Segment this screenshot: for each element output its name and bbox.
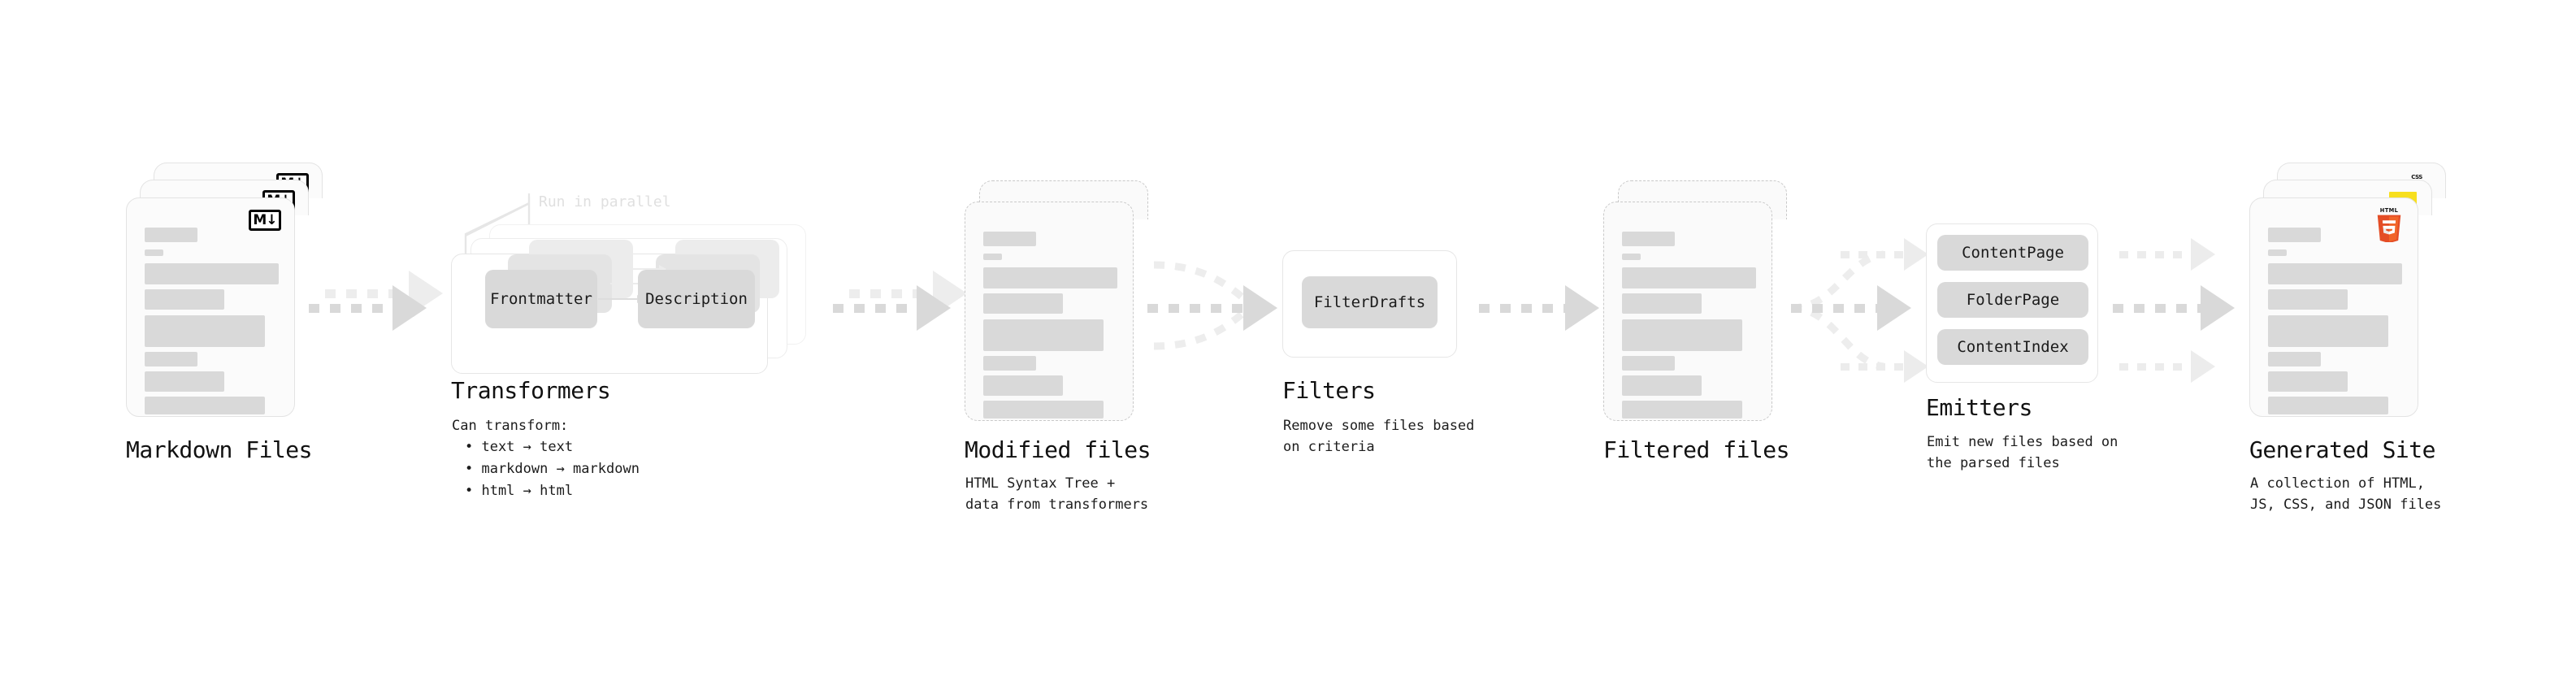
transformers-bullet-2: • html → html — [465, 483, 574, 499]
skeleton-bar — [145, 228, 197, 242]
skeleton-bar — [2268, 397, 2388, 414]
skeleton-bar — [1622, 375, 1702, 396]
skeleton-bar — [145, 315, 265, 347]
arrow-markdown-to-transformers — [309, 285, 427, 331]
skeleton-bar — [983, 293, 1063, 314]
skeleton-bar — [983, 375, 1063, 396]
transformers-bullet-0: • text → text — [465, 439, 574, 455]
arrow-modified-to-filters — [1147, 285, 1277, 331]
skeleton-bar — [983, 232, 1036, 246]
css-icon-label: CSS — [2411, 174, 2422, 180]
skeleton-bar — [145, 371, 224, 392]
stage-title-generated-site: Generated Site — [2249, 436, 2436, 463]
stage-caption-filters: Remove some files based on criteria — [1283, 418, 1475, 455]
emitter-pill-contentindex[interactable]: ContentIndex — [1937, 329, 2088, 365]
modified-file-card-front — [965, 202, 1134, 421]
arrow-contentpage-to-site — [2119, 238, 2215, 271]
stage-title-emitters: Emitters — [1926, 394, 2032, 421]
skeleton-bar — [983, 401, 1104, 419]
skeleton-bar — [1622, 401, 1742, 419]
skeleton-bar — [2268, 352, 2321, 367]
transformer-pill-frontmatter[interactable]: Frontmatter — [485, 270, 597, 328]
skeleton-bar — [2268, 249, 2287, 256]
skeleton-bar — [983, 254, 1002, 260]
skeleton-bar — [145, 263, 279, 284]
arrow-filters-to-filtered — [1479, 285, 1599, 331]
arrow-filtered-to-contentpage — [1841, 238, 1928, 271]
skeleton-bar — [1622, 267, 1756, 288]
arrow-modified-converge-curves — [1153, 261, 1249, 350]
skeleton-bar — [1622, 356, 1675, 371]
html5-icon: HTML — [2377, 207, 2401, 242]
skeleton-bar — [983, 319, 1104, 351]
markdown-file-card-front: M↓ — [126, 197, 295, 417]
stage-title-markdown-files: Markdown Files — [126, 436, 313, 463]
emitter-pill-contentpage[interactable]: ContentPage — [1937, 235, 2088, 271]
skeleton-bar — [2268, 289, 2348, 310]
arrow-contentindex-to-site — [2119, 350, 2215, 383]
skeleton-bar — [1622, 254, 1641, 260]
emitter-pill-folderpage[interactable]: FolderPage — [1937, 282, 2088, 318]
stage-caption-emitters: Emit new files based on the parsed files — [1927, 434, 2118, 471]
skeleton-bar — [983, 267, 1117, 288]
transformer-inner-arrow-back-2 — [622, 265, 666, 273]
transformer-inner-arrow-front — [598, 295, 644, 303]
skeleton-bar — [1622, 319, 1742, 351]
stage-caption-transformers: Can transform: — [452, 418, 569, 434]
arrow-filtered-to-contentindex — [1841, 350, 1928, 383]
skeleton-bar — [1622, 293, 1702, 314]
filtered-file-card-front — [1603, 202, 1772, 421]
skeleton-bar — [145, 352, 197, 367]
stage-title-modified-files: Modified files — [965, 436, 1151, 463]
skeleton-bar — [2268, 315, 2388, 347]
run-in-parallel-label: Run in parallel — [539, 193, 671, 210]
arrow-filtered-to-folderpage — [1791, 285, 1911, 331]
skeleton-bar — [983, 356, 1036, 371]
skeleton-bar — [2268, 263, 2402, 284]
skeleton-bar — [1622, 232, 1675, 246]
arrow-folderpage-to-site — [2113, 285, 2235, 331]
markdown-icon: M↓ — [249, 210, 281, 231]
stage-title-filters: Filters — [1282, 377, 1376, 404]
skeleton-bar — [145, 289, 224, 310]
transformers-bullet-1: • markdown → markdown — [465, 461, 640, 477]
skeleton-bar — [145, 397, 265, 414]
skeleton-bar — [145, 249, 163, 256]
transformer-pill-description[interactable]: Description — [638, 270, 755, 328]
stage-caption-generated-site: A collection of HTML, JS, CSS, and JSON … — [2250, 475, 2442, 513]
skeleton-bar — [2268, 228, 2321, 242]
skeleton-bar — [2268, 371, 2348, 392]
generated-file-card-front: HTML — [2249, 197, 2418, 417]
stage-caption-modified-files: HTML Syntax Tree + data from transformer… — [965, 475, 1149, 513]
filter-pill-filterdrafts[interactable]: FilterDrafts — [1302, 276, 1438, 328]
svg-text:HTML: HTML — [2380, 207, 2399, 214]
stage-title-filtered-files: Filtered files — [1603, 436, 1790, 463]
arrow-transformers-to-modified — [833, 285, 951, 331]
stage-title-transformers: Transformers — [451, 377, 611, 404]
